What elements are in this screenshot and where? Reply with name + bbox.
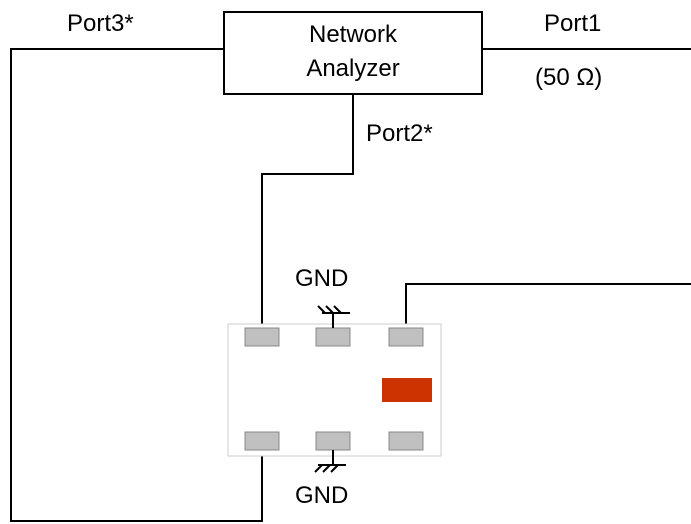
right-output-wire — [405, 283, 691, 328]
pad-bottom-left — [244, 431, 280, 451]
network-analyzer-box — [223, 11, 483, 95]
port1-impedance-label: (50 Ω) — [535, 64, 602, 91]
port1-label: Port1 — [544, 10, 601, 37]
analyzer-label-line2: Analyzer — [306, 55, 399, 82]
gnd-label-bottom: GND — [295, 482, 348, 509]
pad-bottom-right — [388, 431, 424, 451]
port2-label: Port2* — [366, 120, 433, 147]
port3-wire — [10, 48, 263, 522]
gnd-label-top: GND — [295, 265, 348, 292]
port3-label: Port3* — [67, 10, 134, 37]
port2-wire — [261, 94, 354, 328]
pad-top-left — [244, 327, 280, 347]
analyzer-label-line1: Network — [309, 21, 398, 48]
ground-symbol-top-icon — [317, 305, 350, 328]
pad-top-right — [388, 327, 424, 347]
pad-top-middle — [315, 327, 351, 347]
pad-bottom-middle — [315, 431, 351, 451]
component-marker — [382, 378, 432, 402]
ground-symbol-bottom-icon — [314, 450, 346, 473]
